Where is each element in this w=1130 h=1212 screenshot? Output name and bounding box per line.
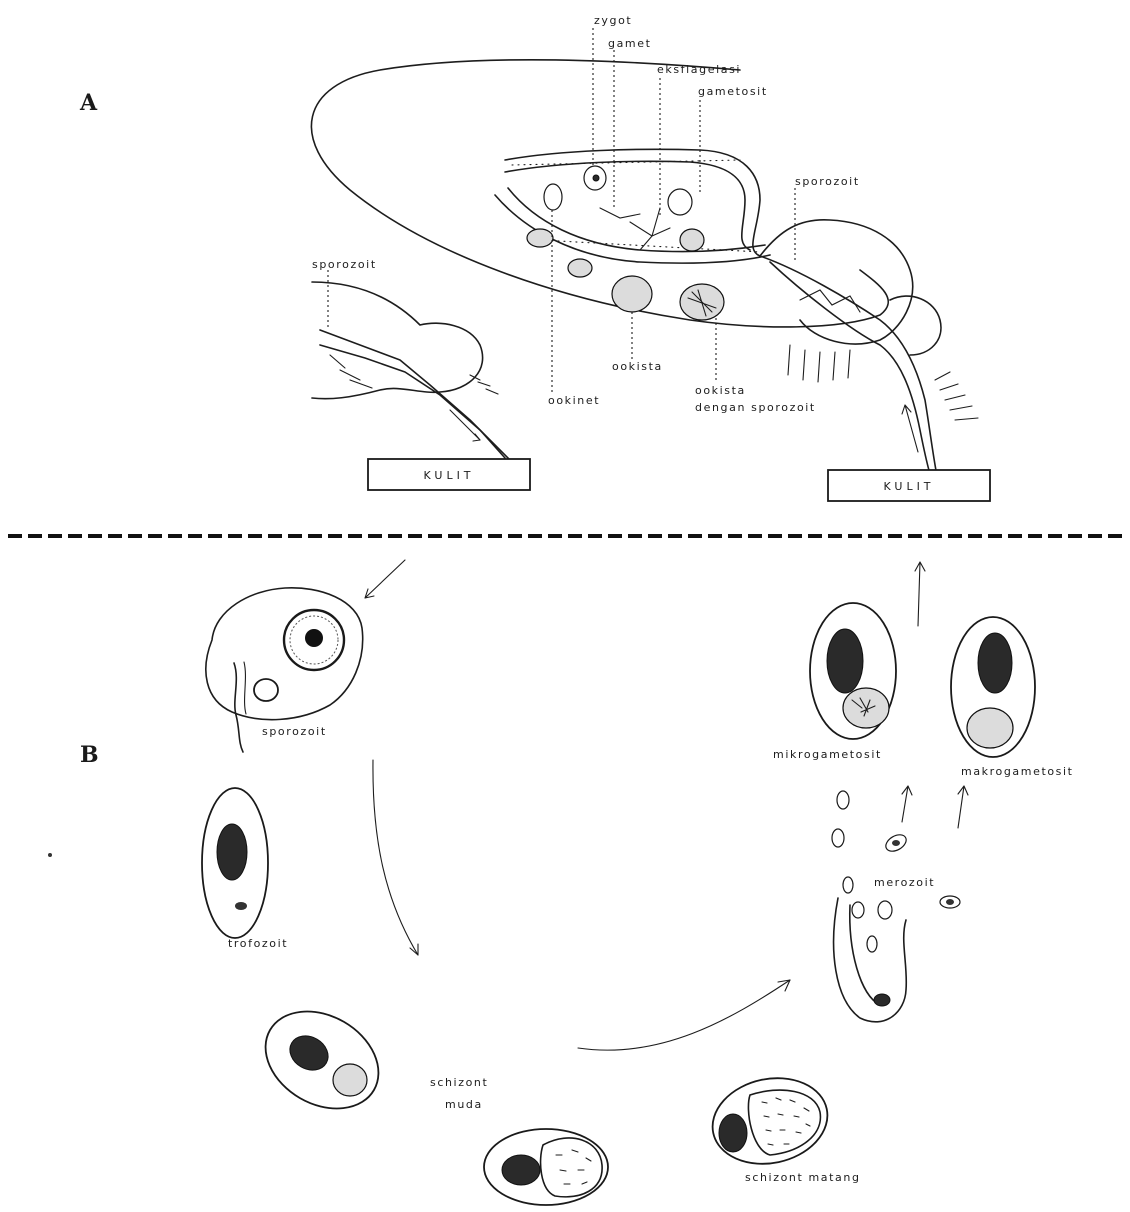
stray-dot [48, 853, 52, 857]
label-mikrogametosit: mikrogametosit [773, 748, 882, 761]
label-ookista-sporozoit-line1: ookista [695, 384, 746, 397]
label-trofozoit: trofozoit [228, 937, 288, 950]
panel-b-label: B [80, 742, 99, 768]
rupturing-cell [834, 898, 907, 1022]
label-makrogametosit: makrogametosit [961, 765, 1074, 778]
trophozoite-cell [202, 788, 268, 938]
oocyst-small [568, 259, 592, 277]
label-ookista-sporozoit-line2: dengan sporozoit [695, 401, 816, 414]
label-zygot: zygot [594, 14, 632, 27]
mikrogametosit-cell [810, 603, 896, 739]
gametocyte-cell [668, 189, 692, 215]
young-schizont-cell-2 [484, 1129, 608, 1205]
label-kulit-right: KULIT [883, 480, 934, 493]
label-schizont-muda-line2: muda [445, 1098, 483, 1111]
merozoites [832, 791, 960, 952]
label-sporozoit-cell: sporozoit [262, 725, 327, 738]
label-ookista: ookista [612, 360, 663, 373]
label-schizont-matang: schizont matang [745, 1171, 861, 1184]
arrow-into-liver [365, 560, 405, 598]
label-sporozoit-left: sporozoit [312, 258, 377, 271]
skin-box-right: KULIT [828, 470, 990, 501]
arrow-to-mosquito-from-gametocytes [915, 562, 925, 626]
label-gamet: gamet [608, 37, 652, 50]
label-eksflagelasi: eksflagelasi [657, 63, 741, 76]
arrow-to-schizont-muda [373, 760, 418, 955]
makrogametosit-cell [951, 617, 1035, 757]
ookinete-cell [544, 184, 562, 210]
mature-schizont-cell [705, 1068, 836, 1174]
label-kulit-left: KULIT [423, 469, 474, 482]
mosquito-head-left [312, 282, 510, 460]
label-schizont-muda-line1: schizont [430, 1076, 488, 1089]
arrow-to-merozoit [578, 980, 790, 1050]
oocyst [612, 276, 652, 312]
label-ookinet: ookinet [548, 394, 600, 407]
mosquito-abdomen [311, 60, 978, 480]
arrow-to-makrogametosit [958, 786, 968, 828]
skin-box-left: KULIT [368, 459, 530, 490]
arrow-to-mikrogametosit [902, 786, 912, 822]
label-sporozoit-right: sporozoit [795, 175, 860, 188]
leader-lines [328, 28, 795, 392]
label-merozoit: merozoit [874, 876, 935, 889]
label-gametosit: gametosit [698, 85, 768, 98]
young-schizont-cell-1 [248, 992, 396, 1128]
panel-a-label: A [79, 90, 98, 116]
